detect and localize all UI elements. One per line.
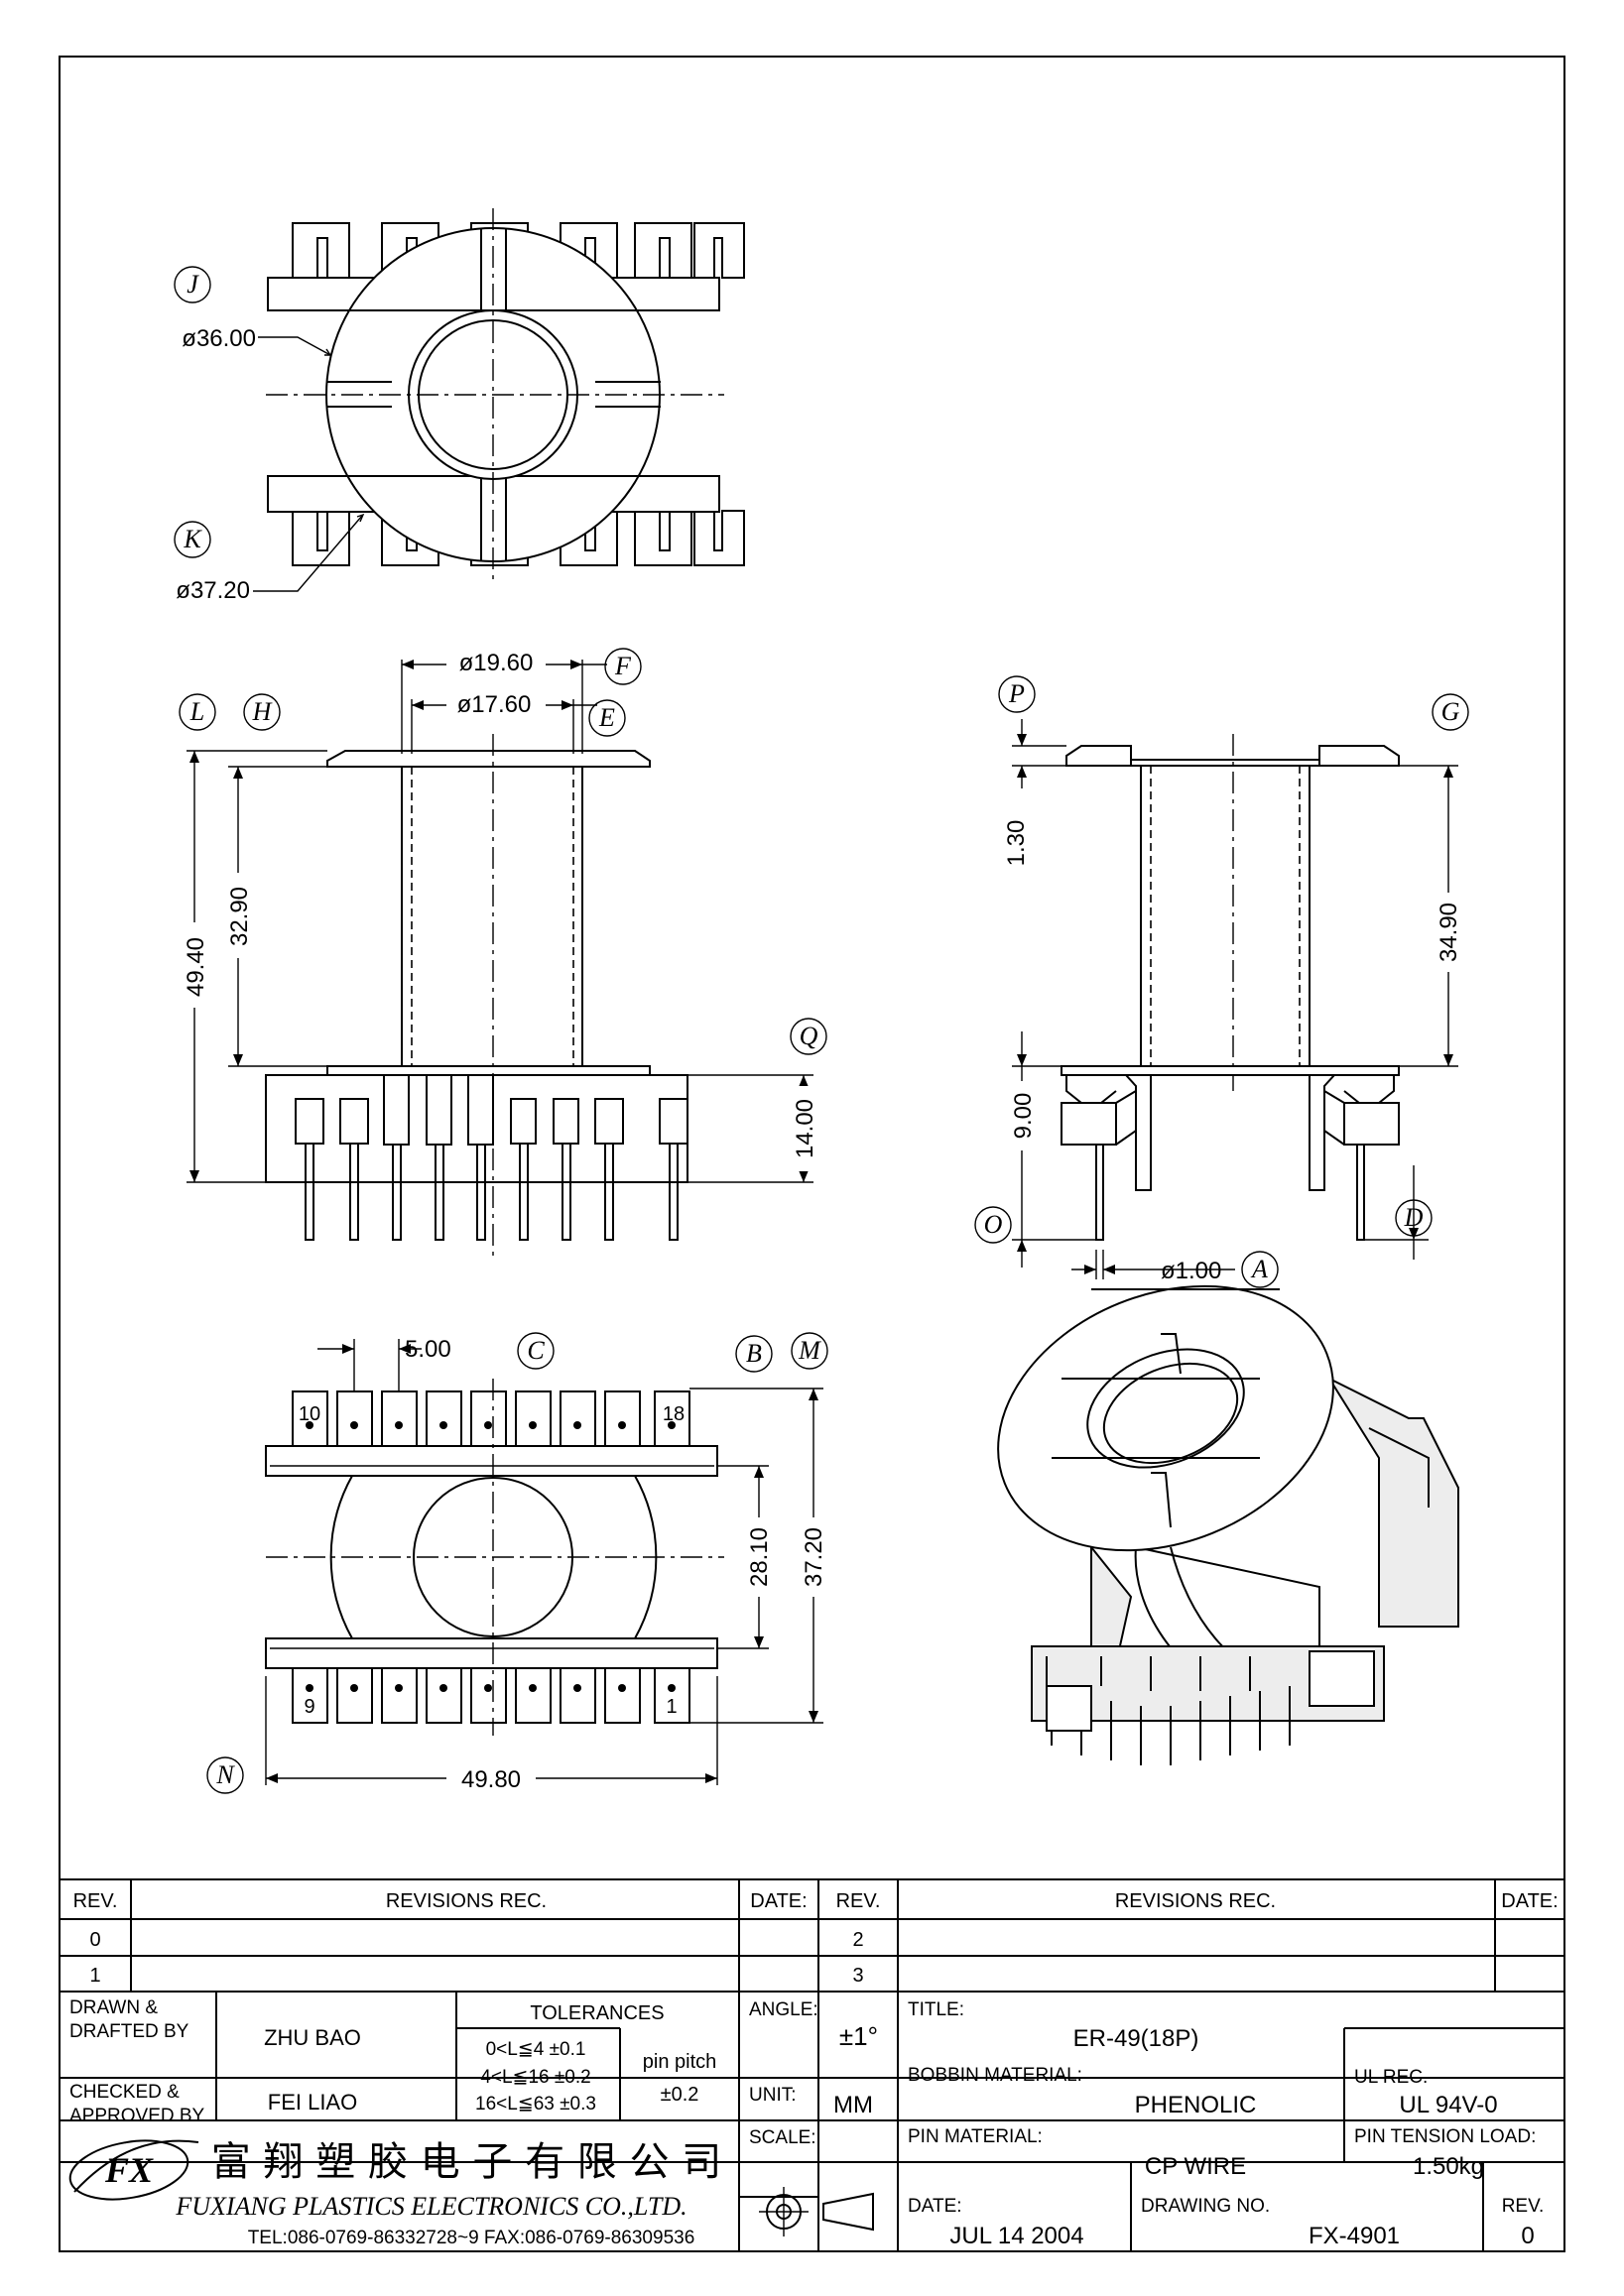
- pin-number-10: 10: [299, 1403, 320, 1425]
- rev-row-2: 2: [852, 1929, 863, 1951]
- dim-value-K: ø37.20: [176, 577, 250, 604]
- bobbin-material-label: BOBBIN MATERIAL:: [908, 2065, 1082, 2086]
- rev-value: 0: [1521, 2223, 1534, 2249]
- dim-value-H: 32.90: [226, 887, 253, 946]
- company-logo: FX: [68, 2139, 199, 2201]
- dim-label-O: O: [984, 1210, 1003, 1239]
- bobbin-material-value: PHENOLIC: [1135, 2092, 1257, 2118]
- ul-rec-label: UL REC.: [1354, 2067, 1428, 2088]
- dim-label-L: L: [189, 697, 204, 726]
- pin-pitch-label: pin pitch: [643, 2051, 717, 2073]
- top-view: J ø36.00 K ø37.20: [174, 208, 745, 604]
- date-header-right: DATE:: [1501, 1890, 1558, 1912]
- checked-name: FEI LIAO: [268, 2090, 357, 2115]
- dim-label-C: C: [527, 1336, 545, 1365]
- dim-label-K: K: [183, 525, 202, 553]
- pin-tension-value: 1.50kg: [1413, 2153, 1484, 2180]
- title-label: TITLE:: [908, 1999, 964, 2020]
- dim-value-J: ø36.00: [182, 325, 256, 352]
- dim-label-H: H: [252, 697, 273, 726]
- title-block: REV. REVISIONS REC. DATE: REV. REVISIONS…: [60, 1878, 1564, 2251]
- dim-value-L: 49.40: [183, 937, 209, 997]
- pin-number-18: 18: [663, 1403, 685, 1425]
- dim-label-M: M: [798, 1336, 821, 1365]
- rev-row-1: 1: [89, 1965, 100, 1987]
- checked-label: CHECKED &APPROVED BY: [69, 2082, 205, 2126]
- bottom-view: 10 18 9 1 5.00 C B M 28.10 37.20 49.80: [206, 1332, 828, 1794]
- dim-label-N: N: [215, 1760, 235, 1789]
- tolerance-row-2: 16<L≦63 ±0.3: [475, 2094, 596, 2115]
- dim-value-O: 9.00: [1010, 1093, 1037, 1140]
- dim-label-J: J: [187, 270, 199, 299]
- ul-rec-value: UL 94V-0: [1399, 2092, 1497, 2118]
- sheet-border: [59, 56, 1565, 2252]
- rev-row-3: 3: [852, 1965, 863, 1987]
- dim-value-M: 37.20: [801, 1527, 827, 1587]
- tolerances-header: TOLERANCES: [530, 2002, 664, 2024]
- front-view: ø19.60 ø17.60 F E L H 49.40 32.90 Q 14.0…: [179, 648, 827, 1260]
- unit-label: UNIT:: [749, 2085, 797, 2106]
- dim-label-D: D: [1404, 1203, 1424, 1232]
- date-value: JUL 14 2004: [949, 2223, 1083, 2249]
- dim-value-C: 5.00: [405, 1336, 451, 1363]
- logo-text: FX: [104, 2150, 154, 2190]
- drawn-name: ZHU BAO: [264, 2025, 361, 2050]
- dim-label-E: E: [598, 703, 615, 732]
- side-view: P 1.30 G 34.90 9.00 O ø1.00 A D: [974, 675, 1469, 1288]
- unit-value: MM: [833, 2092, 873, 2118]
- date-label: DATE:: [908, 2196, 962, 2217]
- drawing-no-label: DRAWING NO.: [1141, 2196, 1270, 2217]
- pin-material-label: PIN MATERIAL:: [908, 2126, 1043, 2147]
- dim-value-F: ø19.60: [459, 650, 534, 676]
- tolerance-row-1: 4<L≦16 ±0.2: [480, 2067, 590, 2088]
- dim-label-G: G: [1441, 697, 1460, 726]
- dim-value-P: 1.30: [1003, 820, 1030, 867]
- company-name-en: FUXIANG PLASTICS ELECTRONICS CO.,LTD.: [175, 2192, 687, 2221]
- dim-value-E: ø17.60: [457, 691, 532, 718]
- dim-label-B: B: [746, 1339, 762, 1368]
- drawn-label: DRAWN &DRAFTED BY: [69, 1997, 189, 2042]
- pin-pitch-value: ±0.2: [661, 2084, 699, 2106]
- company-contact: TEL:086-0769-86332728~9 FAX:086-0769-863…: [248, 2228, 695, 2248]
- date-header-left: DATE:: [750, 1890, 807, 1912]
- tolerance-row-0: 0<L≦4 ±0.1: [486, 2039, 586, 2060]
- rev-header-left: REV.: [73, 1890, 118, 1912]
- pin-number-1: 1: [666, 1696, 677, 1718]
- rev-row-0: 0: [89, 1929, 100, 1951]
- scale-label: SCALE:: [749, 2127, 816, 2148]
- projection-symbol-icon: [759, 2187, 874, 2236]
- dim-label-P: P: [1008, 679, 1025, 708]
- revisions-header-right: REVISIONS REC.: [1115, 1890, 1276, 1912]
- dim-value-G: 34.90: [1436, 903, 1462, 962]
- pin-material-value: CP WIRE: [1145, 2153, 1246, 2180]
- rev-header-right: REV.: [836, 1890, 881, 1912]
- title-value: ER-49(18P): [1073, 2025, 1199, 2052]
- revisions-header-left: REVISIONS REC.: [386, 1890, 547, 1912]
- dim-label-F: F: [614, 652, 632, 680]
- isometric-view: [997, 1284, 1459, 1765]
- dim-label-Q: Q: [800, 1022, 818, 1050]
- dim-value-A: ø1.00: [1161, 1258, 1221, 1284]
- dim-label-A: A: [1250, 1255, 1268, 1283]
- dim-value-Q: 14.00: [792, 1099, 818, 1158]
- angle-value: ±1°: [839, 2021, 878, 2051]
- dim-value-B: 28.10: [746, 1527, 773, 1587]
- dim-value-N: 49.80: [461, 1766, 521, 1793]
- pin-tension-label: PIN TENSION LOAD:: [1354, 2126, 1536, 2147]
- pin-number-9: 9: [304, 1696, 314, 1718]
- rev-label: REV.: [1502, 2196, 1545, 2217]
- drawing-no-value: FX-4901: [1309, 2223, 1400, 2249]
- company-name-cn: 富 翔 塑 胶 电 子 有 限 公 司: [211, 2139, 721, 2185]
- angle-label: ANGLE:: [749, 1999, 818, 2020]
